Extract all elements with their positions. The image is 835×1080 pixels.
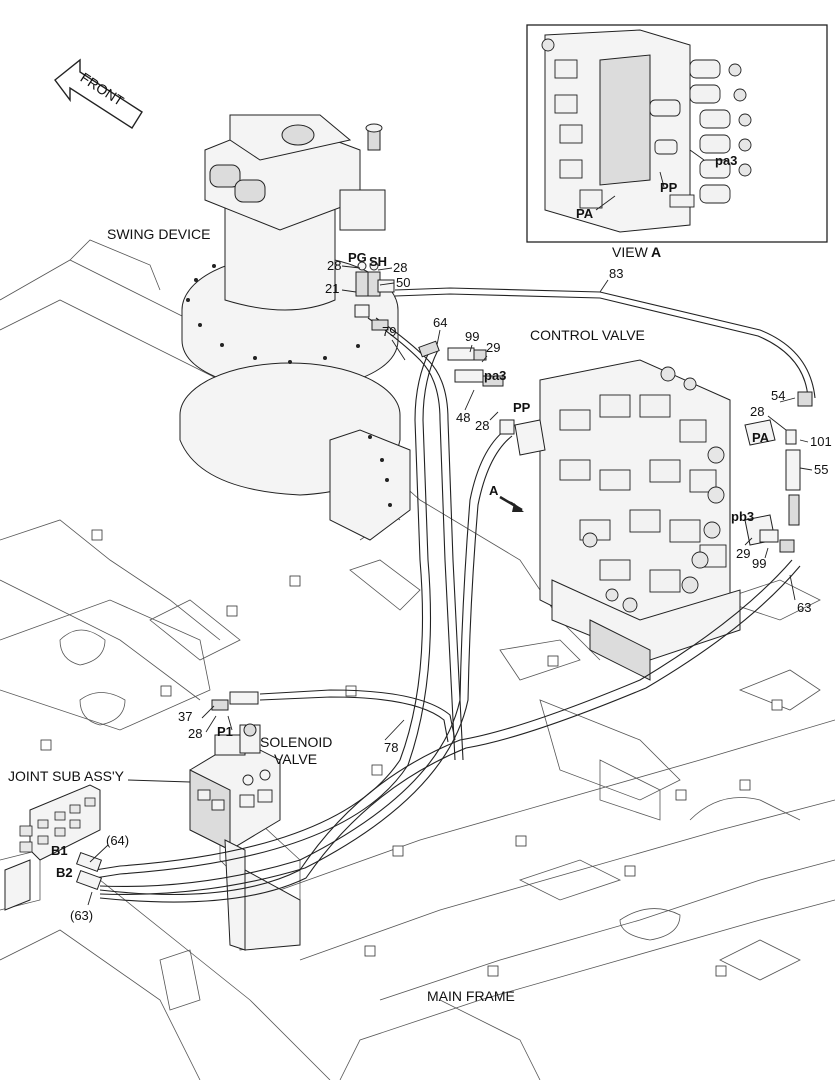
part-99-a: 99 <box>465 329 479 344</box>
joint-sub-assy <box>4 784 101 911</box>
part-63-ref: (63) <box>70 908 93 923</box>
part-55: 55 <box>814 462 828 477</box>
part-48: 48 <box>456 410 470 425</box>
port-pp: PP <box>513 400 531 415</box>
part-54: 54 <box>771 388 785 403</box>
view-a-title: VIEW <box>612 244 649 260</box>
labels: SWING DEVICE CONTROL VALVE SOLENOID VALV… <box>8 153 832 1004</box>
solenoid-label-2: VALVE <box>274 751 317 767</box>
part-79: 79 <box>382 324 396 339</box>
part-37: 37 <box>178 709 192 724</box>
joint-sub-assy-label: JOINT SUB ASS'Y <box>8 768 125 784</box>
control-valve <box>514 359 776 681</box>
part-83: 83 <box>609 266 623 281</box>
solenoid-valve <box>189 723 301 951</box>
main-frame-structure <box>0 239 835 1080</box>
part-28-d: 28 <box>750 404 764 419</box>
part-29-a: 29 <box>486 340 500 355</box>
part-64-ref: (64) <box>106 833 129 848</box>
part-78: 78 <box>384 740 398 755</box>
leader-lines <box>87 265 813 906</box>
part-63: 63 <box>797 600 811 615</box>
part-28-a: 28 <box>327 258 341 273</box>
part-101: 101 <box>810 434 832 449</box>
port-b2: B2 <box>56 865 73 880</box>
main-frame-label: MAIN FRAME <box>427 988 515 1004</box>
part-21: 21 <box>325 281 339 296</box>
swing-device <box>179 114 411 541</box>
view-a-letter: A <box>651 244 661 260</box>
part-64: 64 <box>433 315 447 330</box>
part-99-b: 99 <box>752 556 766 571</box>
port-pb3: pb3 <box>731 509 754 524</box>
port-b1: B1 <box>51 843 68 858</box>
view-port-pa: PA <box>576 206 594 221</box>
part-28-c: 28 <box>475 418 489 433</box>
frame-bolts <box>40 529 783 977</box>
port-pa: PA <box>752 430 770 445</box>
swing-device-label: SWING DEVICE <box>107 226 210 242</box>
arrow-a-label: A <box>489 483 499 498</box>
view-a-inset <box>526 24 828 243</box>
part-50: 50 <box>396 275 410 290</box>
solenoid-label-1: SOLENOID <box>260 734 332 750</box>
view-port-pa3: pa3 <box>715 153 737 168</box>
port-pg: PG <box>348 250 367 265</box>
part-28-b: 28 <box>393 260 407 275</box>
part-29-b: 29 <box>736 546 750 561</box>
hoses <box>75 287 816 903</box>
part-28-e: 28 <box>188 726 202 741</box>
front-arrow: FRONT <box>54 58 143 129</box>
control-valve-label: CONTROL VALVE <box>530 327 645 343</box>
view-port-pp: PP <box>660 180 678 195</box>
port-p1: P1 <box>217 724 233 739</box>
port-pa3: pa3 <box>484 368 506 383</box>
view-a-arrow <box>499 495 524 512</box>
port-sh: SH <box>369 254 387 269</box>
